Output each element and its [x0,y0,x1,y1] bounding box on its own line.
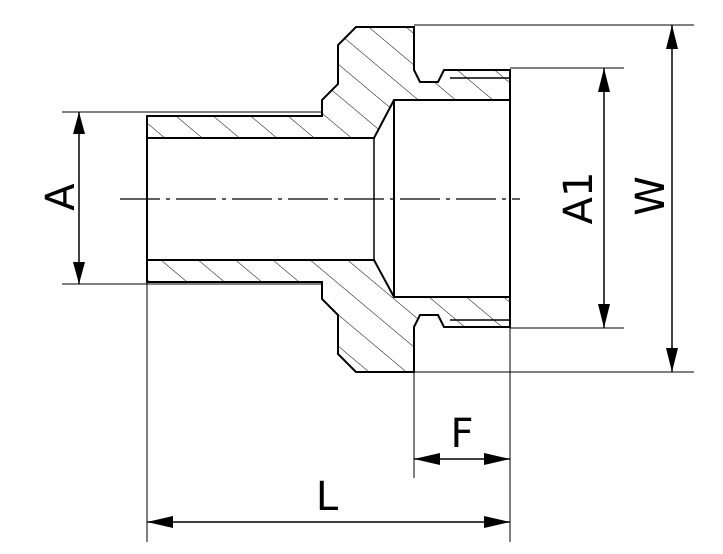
dimension-w-label: W [628,176,674,216]
dimension-l-label: L [316,474,339,520]
dimension-a-arrow-top [73,112,85,134]
dimension-a1: A1 [556,68,610,328]
dimension-f-label: F [450,411,473,457]
dimension-a-arrow-bottom [73,262,85,284]
dimension-f: F [414,411,510,465]
dimension-l-arrow-right [484,516,510,528]
dimension-w-arrow-bottom [666,348,678,372]
extension-lines [62,24,694,542]
dimension-a-label: A [38,183,84,211]
dimension-f-arrow-left [414,453,440,465]
dimension-a1-label: A1 [556,172,602,225]
dimension-f-arrow-right [484,453,510,465]
dimension-l-arrow-left [147,516,173,528]
dimension-w-arrow-top [666,25,678,49]
dimension-a: A [38,112,85,284]
dimension-w: W [628,25,678,372]
dimension-l: L [147,474,510,528]
fitting-section [146,26,511,373]
lower-wall-section [146,259,511,373]
dimension-a1-arrow-bottom [598,304,610,328]
dimension-a1-arrow-top [598,68,610,92]
upper-wall-section [146,26,511,139]
